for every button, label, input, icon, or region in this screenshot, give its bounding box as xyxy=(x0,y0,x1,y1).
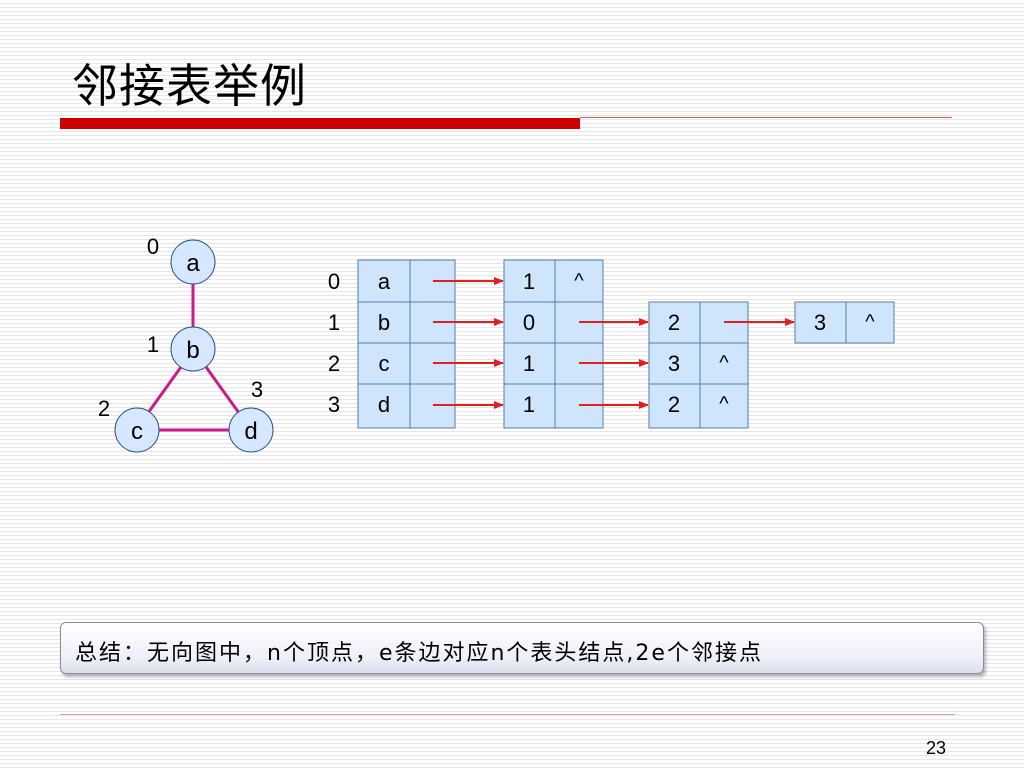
head-index: 3 xyxy=(328,392,340,417)
vertex-label-c: c xyxy=(131,418,143,445)
head-label: b xyxy=(378,310,390,335)
edge-node-adj: 1 xyxy=(523,269,535,294)
head-index: 2 xyxy=(328,351,340,376)
edge-node-adj: 3 xyxy=(814,310,826,335)
edge-b-c xyxy=(146,366,183,414)
vertex-label-b: b xyxy=(186,337,199,364)
edge-node-column-2: 2 3 ^ 2 ^ xyxy=(648,301,749,429)
vertex-index-d: 3 xyxy=(251,377,263,402)
head-data-cell xyxy=(357,259,411,303)
head-data-cell xyxy=(357,383,411,429)
head-data-cell xyxy=(357,342,411,385)
edge-node-next-cell xyxy=(699,383,749,429)
title-underline-thick xyxy=(60,118,580,129)
vertex-a xyxy=(170,239,216,285)
head-table: 0 1 2 3 a b c d xyxy=(328,259,456,429)
edge-node-adj: 0 xyxy=(523,310,535,335)
vertex-label-d: d xyxy=(244,418,257,445)
summary-text: 总结：无向图中，n个顶点，e条边对应n个表头结点,2e个邻接点 xyxy=(75,641,763,666)
vertex-d xyxy=(228,407,274,453)
edge-node-next-cell xyxy=(554,259,604,303)
graph: a b c d 0 1 2 3 xyxy=(98,234,274,453)
edge-node-adj: 1 xyxy=(523,351,535,376)
edge-node-next: ^ xyxy=(719,352,729,374)
edge-node-next: ^ xyxy=(574,270,584,292)
edge-node-next: ^ xyxy=(865,311,875,333)
page-number: 23 xyxy=(925,738,946,758)
head-data-cell xyxy=(357,301,411,344)
title-underline-thin xyxy=(580,117,952,118)
edge-node-adj: 2 xyxy=(668,392,680,417)
footer-divider xyxy=(60,714,955,715)
edge-node-next: ^ xyxy=(719,393,729,415)
summary-box: 总结：无向图中，n个顶点，e条边对应n个表头结点,2e个邻接点 xyxy=(60,622,984,674)
head-index: 1 xyxy=(328,310,340,335)
edge-node-column-1: 1 ^ 0 1 1 xyxy=(503,259,604,429)
pointer-arrows xyxy=(433,277,795,409)
vertex-index-c: 2 xyxy=(98,396,110,421)
head-label: c xyxy=(379,351,390,376)
edge-node-adj-cell xyxy=(648,301,701,344)
edge-node-next-cell xyxy=(845,301,895,344)
edge-node-adj: 2 xyxy=(668,310,680,335)
edge-node-column-3: 3 ^ xyxy=(794,301,895,344)
head-index: 0 xyxy=(328,269,340,294)
vertex-b xyxy=(170,326,216,372)
head-label: a xyxy=(378,269,391,294)
edge-node-adj: 3 xyxy=(668,351,680,376)
slide-title: 邻接表举例 xyxy=(72,59,307,113)
edge-node-adj-cell xyxy=(648,342,701,385)
edge-node-adj-cell xyxy=(503,383,556,429)
edge-b-d xyxy=(204,366,241,414)
vertex-index-a: 0 xyxy=(147,234,159,259)
edge-node-adj: 1 xyxy=(523,392,535,417)
edge-node-adj-cell xyxy=(503,259,556,303)
vertex-c xyxy=(114,407,160,453)
vertex-index-b: 1 xyxy=(147,332,159,357)
head-label: d xyxy=(378,392,390,417)
vertex-label-a: a xyxy=(186,250,200,277)
